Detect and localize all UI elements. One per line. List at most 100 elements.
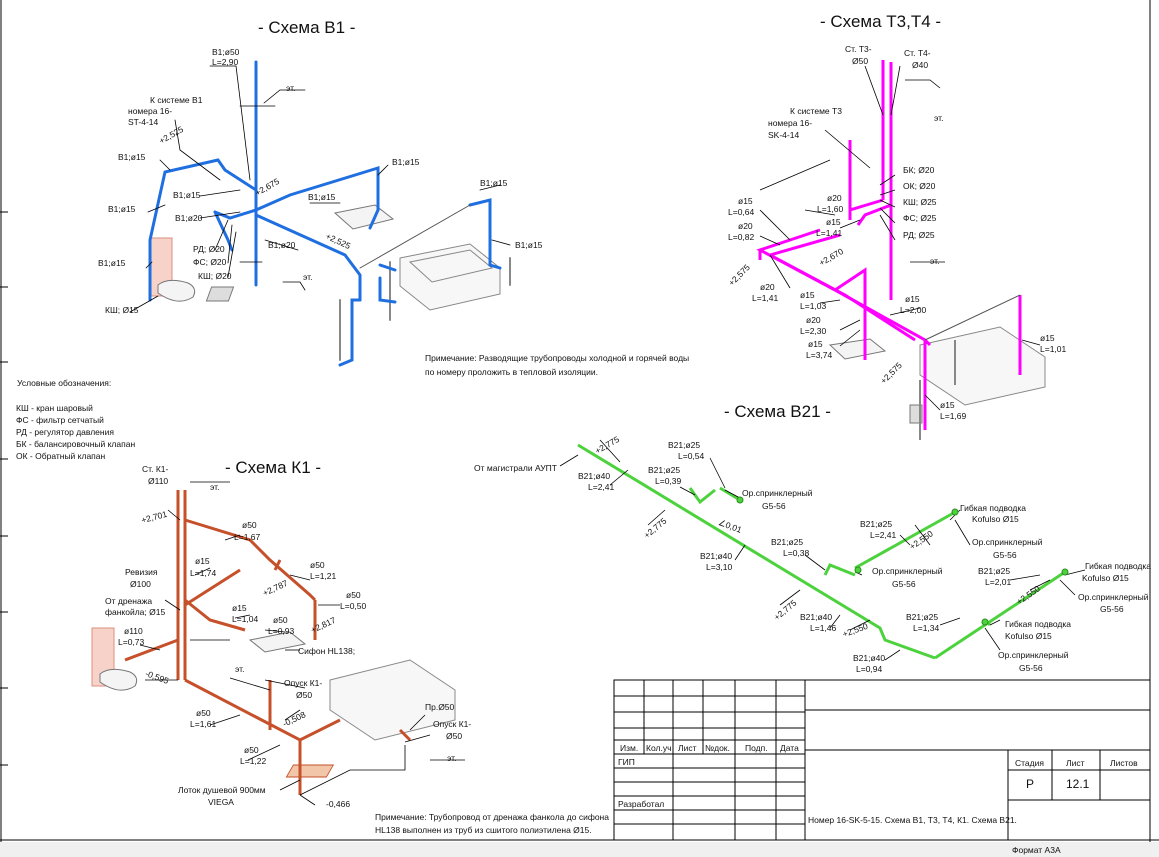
- label: РД; Ø20: [193, 244, 225, 254]
- title-b21: - Схема В21 -: [724, 402, 831, 421]
- label: В21;ø25: [906, 612, 939, 622]
- label: К системе В1: [150, 95, 203, 105]
- label: L=2,30: [800, 326, 827, 336]
- label: РД; Ø25: [903, 230, 935, 240]
- label: В1;ø15: [392, 157, 420, 167]
- label: Гибкая подводка: [1085, 561, 1151, 571]
- stamp-izm: Изм.: [620, 743, 639, 753]
- label: L=1,34: [913, 623, 940, 633]
- label: Kofulso Ø15: [972, 514, 1019, 524]
- label: ø20: [827, 193, 842, 203]
- label: эт.: [447, 753, 457, 763]
- label: L=2,90: [212, 57, 239, 67]
- stamp-data: Дата: [780, 743, 799, 753]
- label: Ст. Т4-: [904, 48, 931, 58]
- note-1-line-1: Примечание: Разводящие трубопроводы холо…: [425, 353, 690, 363]
- title-b1: - Схема В1 -: [258, 18, 356, 37]
- sink-t3: [828, 338, 887, 360]
- stamp-gip: ГИП: [618, 757, 635, 767]
- label: эт.: [303, 272, 313, 282]
- label: ø50: [346, 590, 361, 600]
- legend-item: КШ - кран шаровый: [16, 403, 93, 413]
- label: От дренажа: [105, 596, 153, 606]
- label: фанкойла; Ø15: [105, 607, 166, 617]
- label: Опуск К1-: [284, 678, 323, 688]
- label: Ø100: [130, 579, 151, 589]
- label: Ст. Т3-: [845, 44, 872, 54]
- label: Ревизия: [125, 567, 158, 577]
- stamp-ndok: №док.: [705, 743, 730, 753]
- label: ø15: [738, 196, 753, 206]
- label: ø15: [940, 400, 955, 410]
- label: Пр.Ø50: [425, 702, 455, 712]
- label: В1;ø15: [173, 190, 201, 200]
- label: Ø110: [148, 476, 169, 486]
- label: ø50: [196, 708, 211, 718]
- note-2-line-2: HL138 выполнен из труб из сшитого полиэт…: [375, 825, 592, 835]
- stamp-stadia-label: Стадия: [1015, 758, 1044, 768]
- label: В21;ø25: [860, 519, 893, 529]
- shower-tray-k1: [285, 764, 335, 778]
- label: Ø50: [446, 731, 463, 741]
- label: В1;ø50: [212, 47, 240, 57]
- label: Опуск К1-: [433, 719, 472, 729]
- label: G5-56: [762, 501, 786, 511]
- stamp-listov-label: Листов: [1110, 758, 1138, 768]
- legend-item: БК - балансировочный клапан: [16, 439, 136, 449]
- label: L=0,54: [678, 451, 705, 461]
- label: -0,466: [326, 799, 351, 809]
- label: Kofulso Ø15: [1005, 631, 1052, 641]
- label: L=2,01: [985, 577, 1012, 587]
- stamp-stadia-value: Р: [1026, 777, 1035, 791]
- label: L=1,21: [310, 571, 337, 581]
- label: L=1,04: [232, 614, 259, 624]
- legend-item: РД - регулятор давления: [16, 427, 114, 437]
- label: В1;ø15: [515, 240, 543, 250]
- label: Ø40: [912, 60, 929, 70]
- label: G5-56: [892, 579, 916, 589]
- label: ø15: [195, 556, 210, 566]
- label: L=3,10: [706, 562, 733, 572]
- label: L=0,50: [340, 601, 367, 611]
- label: L=1,74: [190, 568, 217, 578]
- title-t3t4: - Схема Т3,Т4 -: [820, 12, 942, 31]
- label: КШ; Ø20: [198, 271, 232, 281]
- label: ФС; Ø20: [193, 257, 227, 267]
- label: КШ; Ø15: [105, 305, 139, 315]
- label: L=0,64: [728, 207, 755, 217]
- scheme-b1: [129, 60, 511, 367]
- label: В21;ø25: [978, 566, 1011, 576]
- label: В1;ø20: [268, 240, 296, 250]
- label: L=2,41: [588, 482, 615, 492]
- label: Ø50: [296, 690, 313, 700]
- legend-item: ФС - фильтр сетчатый: [16, 415, 104, 425]
- scheme-b21: [559, 439, 1086, 661]
- label: эт.: [934, 113, 944, 123]
- sink-k1: [248, 631, 307, 653]
- label: ø20: [760, 282, 775, 292]
- legend-title: Условные обозначения:: [17, 378, 112, 388]
- label: В21;ø40: [578, 471, 611, 481]
- label: В1;ø15: [308, 192, 336, 202]
- label: ø15: [808, 339, 823, 349]
- label: ОК; Ø20: [903, 181, 936, 191]
- label: L=0,73: [118, 637, 145, 647]
- label: ø20: [806, 315, 821, 325]
- bathtub-t3: [919, 326, 1046, 406]
- label: В1;ø15: [480, 178, 508, 188]
- label: G5-56: [1019, 663, 1043, 673]
- label: G5-56: [993, 550, 1017, 560]
- shower-tray-b1: [205, 286, 235, 302]
- label: В1;ø15: [118, 152, 146, 162]
- label: L=0,94: [856, 664, 883, 674]
- label: В21;ø25: [771, 537, 804, 547]
- label: ø20: [738, 221, 753, 231]
- label: Ор.спринклерный: [972, 537, 1043, 547]
- stamp-razrab: Разработал: [618, 799, 665, 809]
- title-block: [613, 679, 1151, 841]
- label: Kofulso Ø15: [1082, 573, 1129, 583]
- label: L=1,41: [816, 228, 843, 238]
- label: Гибкая подводка: [960, 503, 1026, 513]
- label: В21;ø40: [800, 612, 833, 622]
- label: номера 16-: [128, 106, 173, 116]
